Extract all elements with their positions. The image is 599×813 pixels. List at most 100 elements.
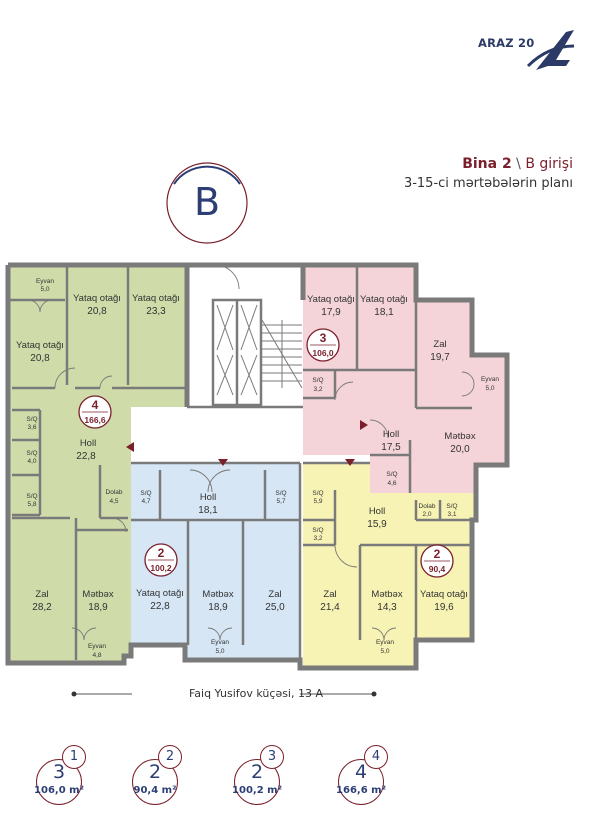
block-badge: B bbox=[164, 160, 250, 246]
unit-2-yellow-tag-area: 90,4 bbox=[429, 564, 446, 574]
room-name: Eyvan bbox=[211, 639, 229, 646]
unit-2-blue-fill bbox=[131, 463, 300, 660]
room-area: 25,0 bbox=[265, 602, 285, 613]
room-name: S/Q bbox=[275, 490, 286, 497]
unit-4-fill bbox=[8, 265, 187, 663]
floor-plan: 4 166,6 3 106,0 2 100,2 2 90,4 Eyvan 5,0… bbox=[5, 262, 510, 671]
room-area: 5,0 bbox=[485, 385, 494, 392]
room-area: 5,9 bbox=[313, 498, 322, 505]
room-name: Zal bbox=[433, 339, 446, 350]
room-area: 5,0 bbox=[215, 648, 224, 655]
unit-3-tag-rooms: 3 bbox=[320, 331, 327, 345]
legend-circle bbox=[234, 759, 280, 805]
room-name: Zal bbox=[268, 589, 281, 600]
room-name: Eyvan bbox=[36, 278, 54, 285]
room-area: 4,6 bbox=[387, 480, 396, 487]
room-name: Holl bbox=[200, 492, 216, 503]
legend-area: 90,4 m² bbox=[133, 785, 177, 796]
room-name: Mətbəx bbox=[202, 589, 233, 600]
room-name: Mətbəx bbox=[444, 431, 475, 442]
room-area: 3,1 bbox=[447, 511, 456, 518]
entrance-markers bbox=[126, 420, 368, 466]
room-name: Yataq otağı bbox=[73, 293, 121, 304]
room-name: Mətbəx bbox=[82, 589, 113, 600]
room-name: Yataq otağı bbox=[360, 294, 408, 305]
logo-text: ARAZ 20 bbox=[478, 36, 535, 50]
room-area: 18,1 bbox=[374, 307, 394, 318]
unit-4-tag-rooms: 4 bbox=[92, 398, 99, 412]
room-name: Eyvan bbox=[88, 643, 106, 650]
unit-3-tag-area: 106,0 bbox=[312, 348, 334, 358]
legend-item: 3 2 100,2 m² bbox=[214, 745, 304, 805]
room-name: S/Q bbox=[312, 527, 323, 534]
logo-mark-icon bbox=[526, 30, 575, 70]
legend-circle bbox=[36, 759, 82, 805]
legend-area: 106,0 m² bbox=[34, 785, 84, 796]
legend-circle bbox=[338, 759, 384, 805]
room-area: 15,9 bbox=[367, 519, 387, 530]
room-area: 4,0 bbox=[27, 458, 36, 465]
legend-index: 3 bbox=[260, 745, 284, 769]
room-area: 3,6 bbox=[27, 424, 36, 431]
room-name: S/Q bbox=[26, 450, 37, 457]
legend-index: 2 bbox=[158, 745, 182, 769]
room-area: 5,0 bbox=[380, 648, 389, 655]
room-area: 3,2 bbox=[313, 386, 322, 393]
room-name: Holl bbox=[369, 506, 385, 517]
room-name: Dolab bbox=[419, 503, 436, 510]
room-area: 17,9 bbox=[321, 307, 341, 318]
legend-rooms: 2 bbox=[250, 761, 264, 783]
room-area: 22,8 bbox=[150, 601, 170, 612]
legend-rooms: 2 bbox=[148, 761, 162, 783]
room-name: S/Q bbox=[26, 493, 37, 500]
unit-2-yellow-tag-rooms: 2 bbox=[434, 547, 441, 561]
room-name: Yataq otağı bbox=[420, 589, 468, 600]
room-name: Zal bbox=[35, 589, 48, 600]
room-area: 5,0 bbox=[40, 286, 49, 293]
legend-area: 100,2 m² bbox=[232, 785, 282, 796]
unit-2-blue-tag-rooms: 2 bbox=[158, 546, 165, 560]
legend-item: 1 3 106,0 m² bbox=[16, 745, 106, 805]
room-name: Mətbəx bbox=[371, 589, 402, 600]
legend-item: 4 4 166,6 m² bbox=[318, 745, 408, 805]
room-area: 22,8 bbox=[76, 451, 96, 462]
room-area: 18,9 bbox=[88, 602, 108, 613]
room-name: Dolab bbox=[106, 489, 123, 496]
room-name: Eyvan bbox=[376, 639, 394, 646]
room-name: Yataq otağı bbox=[136, 588, 184, 599]
room-name: S/Q bbox=[446, 503, 457, 510]
room-area: 3,2 bbox=[313, 535, 322, 542]
floor-plan-subtitle: 3-15-ci mərtəbələrin planı bbox=[403, 176, 573, 191]
room-area: 17,5 bbox=[381, 442, 401, 453]
room-area: 14,3 bbox=[377, 602, 397, 613]
legend-index: 4 bbox=[364, 745, 388, 769]
entrance-name: B girişi bbox=[525, 156, 573, 172]
room-area: 5,8 bbox=[27, 501, 36, 508]
room-name: Yataq otağı bbox=[132, 293, 180, 304]
room-area: 23,3 bbox=[146, 306, 166, 317]
block-letter: B bbox=[193, 180, 221, 224]
legend-circle bbox=[132, 759, 178, 805]
title-separator: \ bbox=[511, 156, 526, 172]
room-name: Yataq otağı bbox=[16, 340, 64, 351]
legend-item: 2 2 90,4 m² bbox=[112, 745, 202, 805]
room-name: S/Q bbox=[386, 471, 397, 478]
legend-area: 166,6 m² bbox=[336, 785, 386, 796]
room-name: S/Q bbox=[312, 490, 323, 497]
room-area: 20,8 bbox=[87, 306, 107, 317]
room-area: 28,2 bbox=[32, 602, 52, 613]
unit-4-tag-area: 166,6 bbox=[84, 415, 106, 425]
legend-index: 1 bbox=[62, 745, 86, 769]
room-area: 19,6 bbox=[434, 602, 454, 613]
room-area: 20,0 bbox=[450, 444, 470, 455]
block-circle-icon bbox=[166, 162, 248, 244]
room-name: S/Q bbox=[312, 377, 323, 384]
araz-logo: ARAZ 20 bbox=[478, 26, 578, 76]
room-area: 20,8 bbox=[30, 353, 50, 364]
unit-2-blue-tag-area: 100,2 bbox=[150, 563, 172, 573]
legend-rooms: 4 bbox=[354, 761, 368, 783]
unit-3-fill bbox=[303, 265, 507, 493]
room-name: Holl bbox=[80, 438, 96, 449]
room-area: 4,8 bbox=[92, 652, 101, 659]
room-area: 4,7 bbox=[141, 498, 150, 505]
